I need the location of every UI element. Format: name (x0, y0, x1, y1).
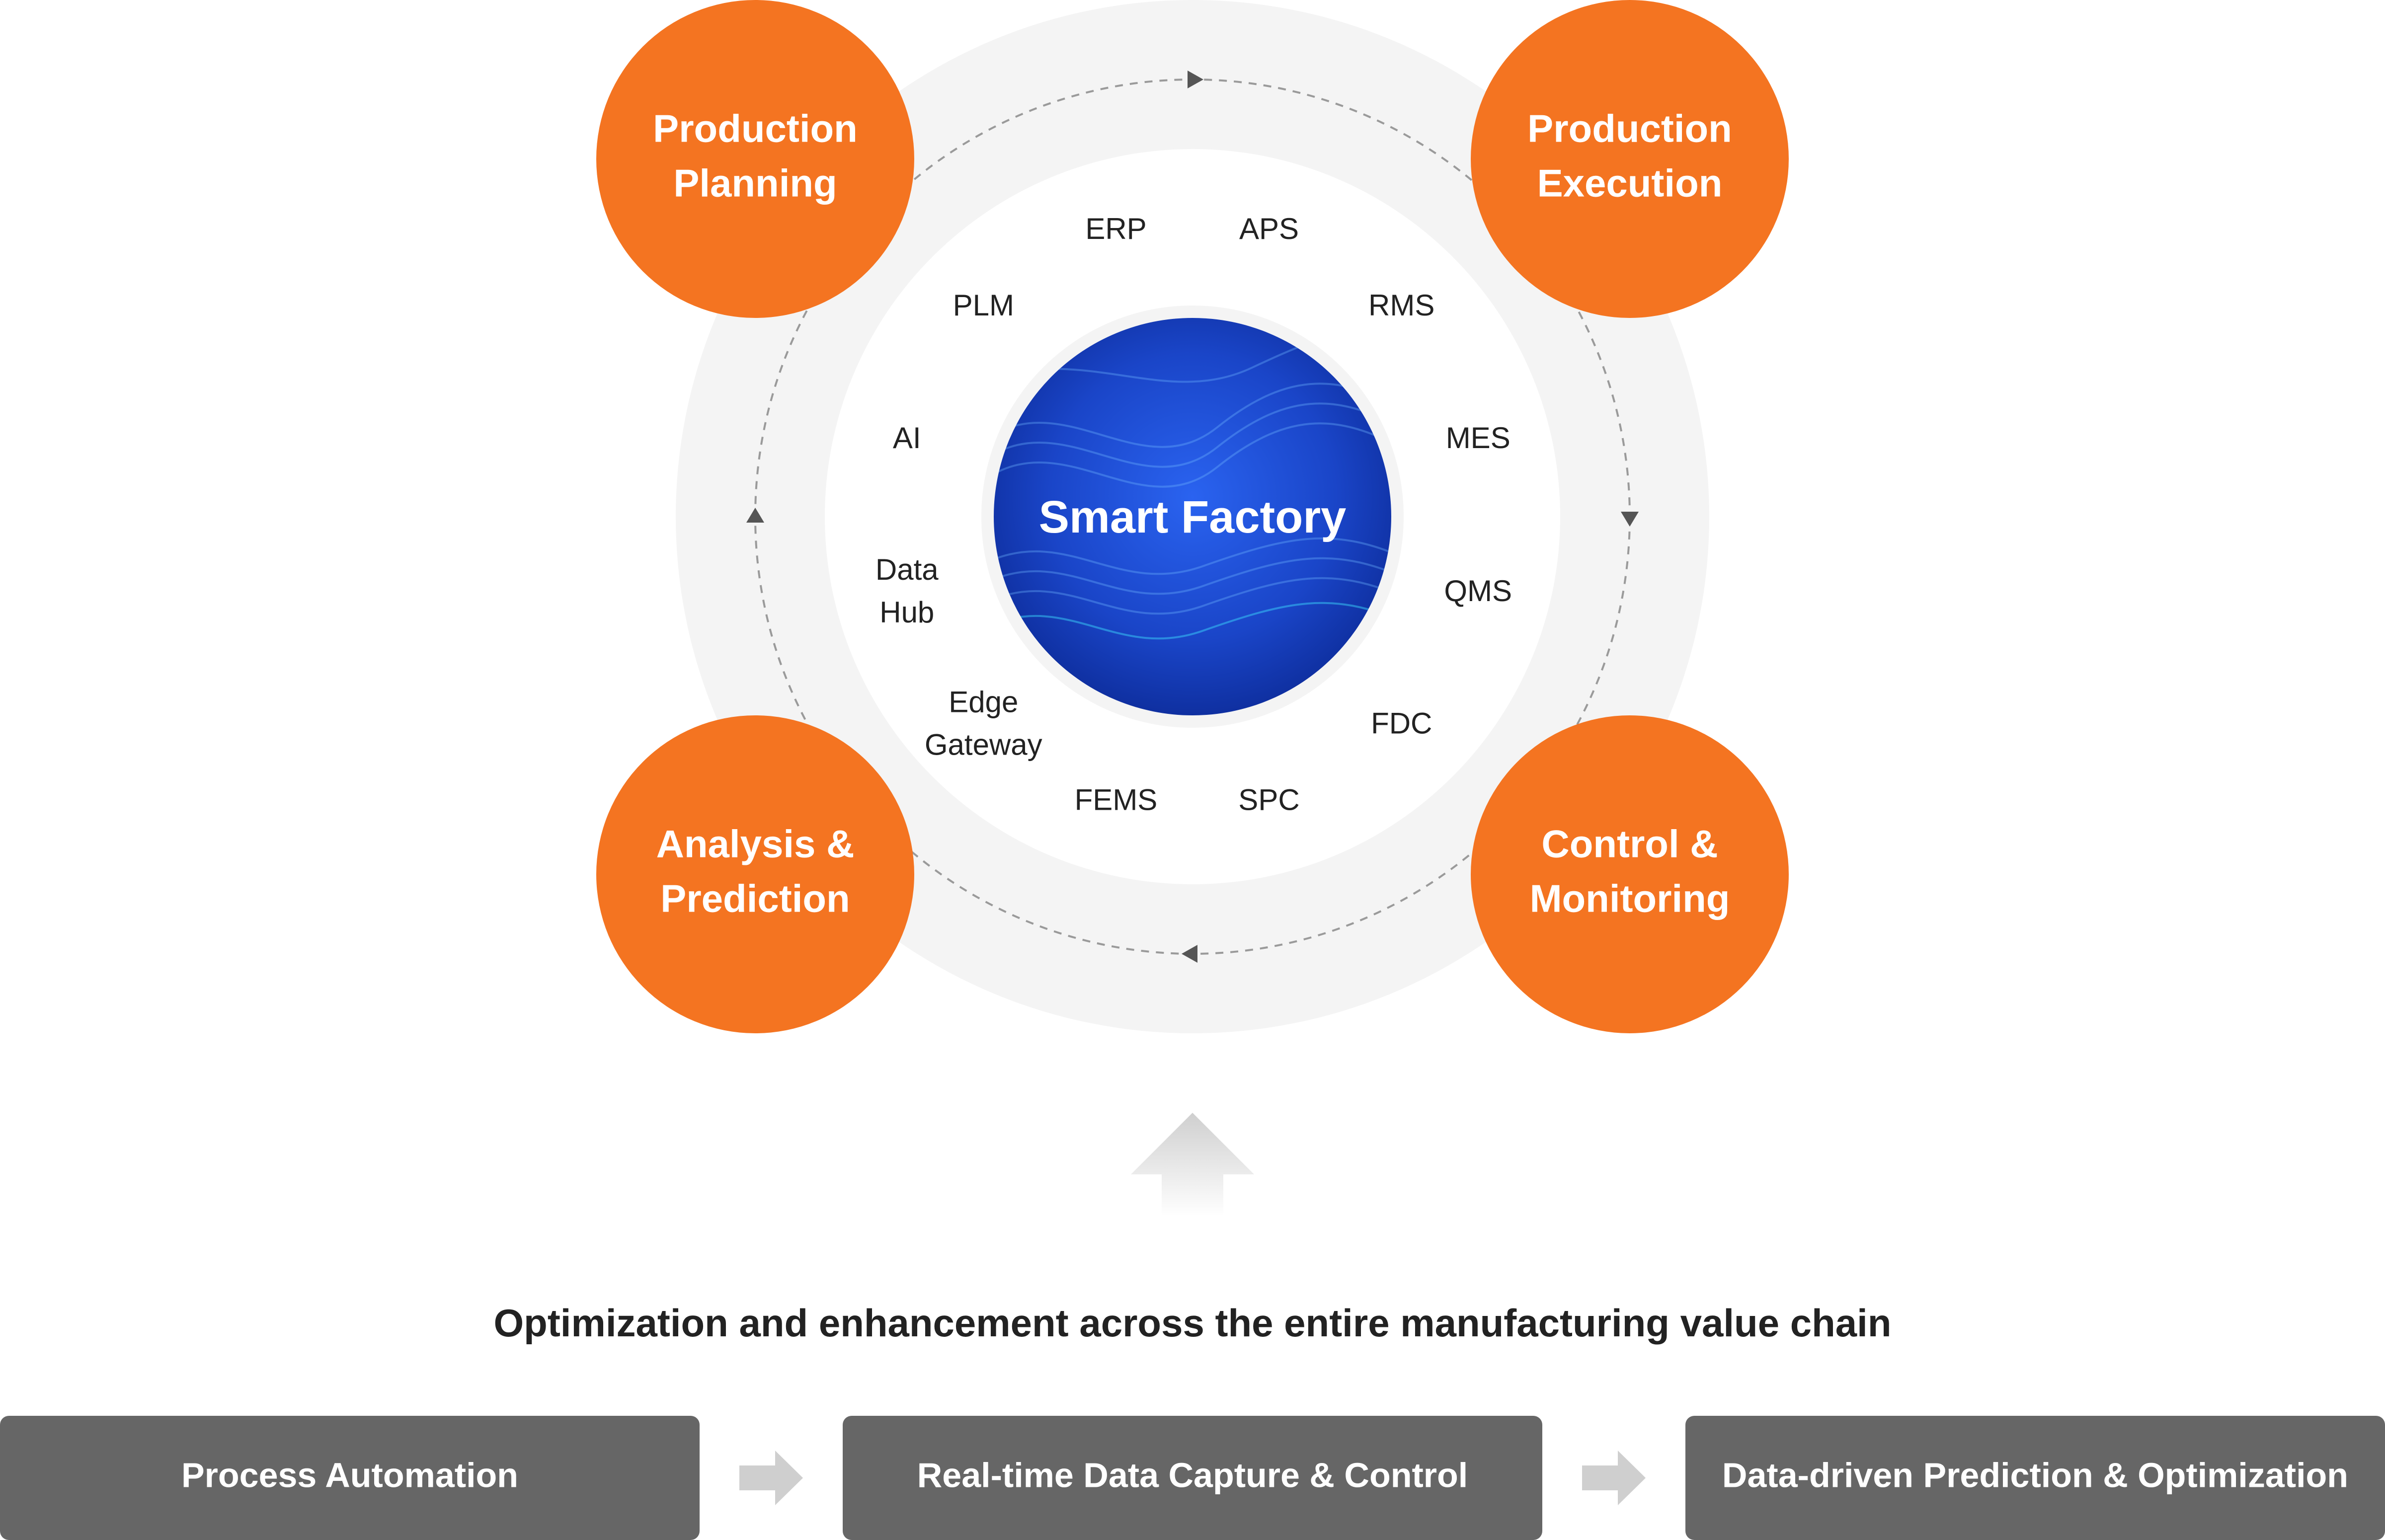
segment-ai: AI (835, 346, 1000, 511)
step-label: Real-time Data Capture & Control (917, 1456, 1468, 1494)
stage-circles: ProductionPlanningProductionExecutionCon… (596, 0, 1789, 1033)
stage-label: Monitoring (1530, 877, 1730, 921)
cycle-arrow-bottom-icon (1182, 945, 1197, 963)
segment-label: ERP (1085, 212, 1146, 245)
smart-factory-core: Smart Factory (994, 318, 1391, 715)
center-label: Smart Factory (1039, 492, 1347, 542)
segment-fdc: FDC (1307, 631, 1498, 822)
stage-analysis-prediction: Analysis & Prediction (596, 715, 914, 1033)
segment-label: PLM (953, 289, 1014, 322)
step-label: Data-driven Prediction & Optimization (1722, 1456, 2348, 1494)
segment-label: FDC (1371, 707, 1432, 740)
step-arrow-2-icon (1582, 1451, 1646, 1505)
segment-label: FEMS (1075, 783, 1158, 817)
stage-label: Prediction (660, 877, 850, 921)
stage-label: Production (653, 107, 858, 151)
segment-label: Data (875, 553, 939, 586)
segment-plm: PLM (887, 212, 1078, 402)
segment-mes: MES (1385, 346, 1550, 511)
segment-label: Edge (949, 686, 1018, 719)
headline: Optimization and enhancement across the … (494, 1301, 1892, 1345)
up-arrow-icon (1131, 1113, 1254, 1216)
step-arrow-1-icon (739, 1451, 803, 1505)
system-segments: APSRMSMESQMSFDCSPCFEMSEdgeGatewayDataHub… (835, 159, 1550, 874)
stage-control-monitoring: Control & Monitoring (1471, 715, 1789, 1033)
step-realtime-data: Real-time Data Capture & Control (843, 1416, 1542, 1540)
segment-fems: FEMS (1022, 709, 1187, 874)
segment-label: Gateway (925, 728, 1042, 762)
segment-spc: SPC (1198, 709, 1363, 874)
stage-label: Control & (1541, 822, 1718, 866)
segment-label: MES (1446, 421, 1510, 455)
step-process-automation: Process Automation (0, 1416, 700, 1540)
segment-label: QMS (1444, 574, 1512, 608)
stage-label: Analysis & (656, 822, 855, 866)
segment-label: RMS (1368, 289, 1434, 322)
segment-label: Hub (879, 596, 934, 629)
cycle-arrow-left-icon (746, 508, 764, 523)
stage-label: Planning (673, 161, 837, 205)
segment-rms: RMS (1307, 212, 1498, 402)
segment-label: SPC (1238, 783, 1299, 817)
cycle-arrow-right-icon (1621, 512, 1639, 527)
segment-aps: APS (1198, 159, 1363, 324)
cycle-arrow-top-icon (1188, 71, 1203, 88)
step-boxes: Process Automation Real-time Data Capture… (0, 1416, 2385, 1540)
segment-erp: ERP (1022, 159, 1187, 324)
step-data-driven: Data-driven Prediction & Optimization (1685, 1416, 2385, 1540)
segment-qms: QMS (1385, 523, 1550, 687)
step-label: Process Automation (181, 1456, 518, 1494)
segment-label: APS (1239, 212, 1299, 245)
stage-label: Execution (1537, 161, 1723, 205)
segment-label: AI (893, 421, 921, 455)
stage-label: Production (1527, 107, 1732, 151)
